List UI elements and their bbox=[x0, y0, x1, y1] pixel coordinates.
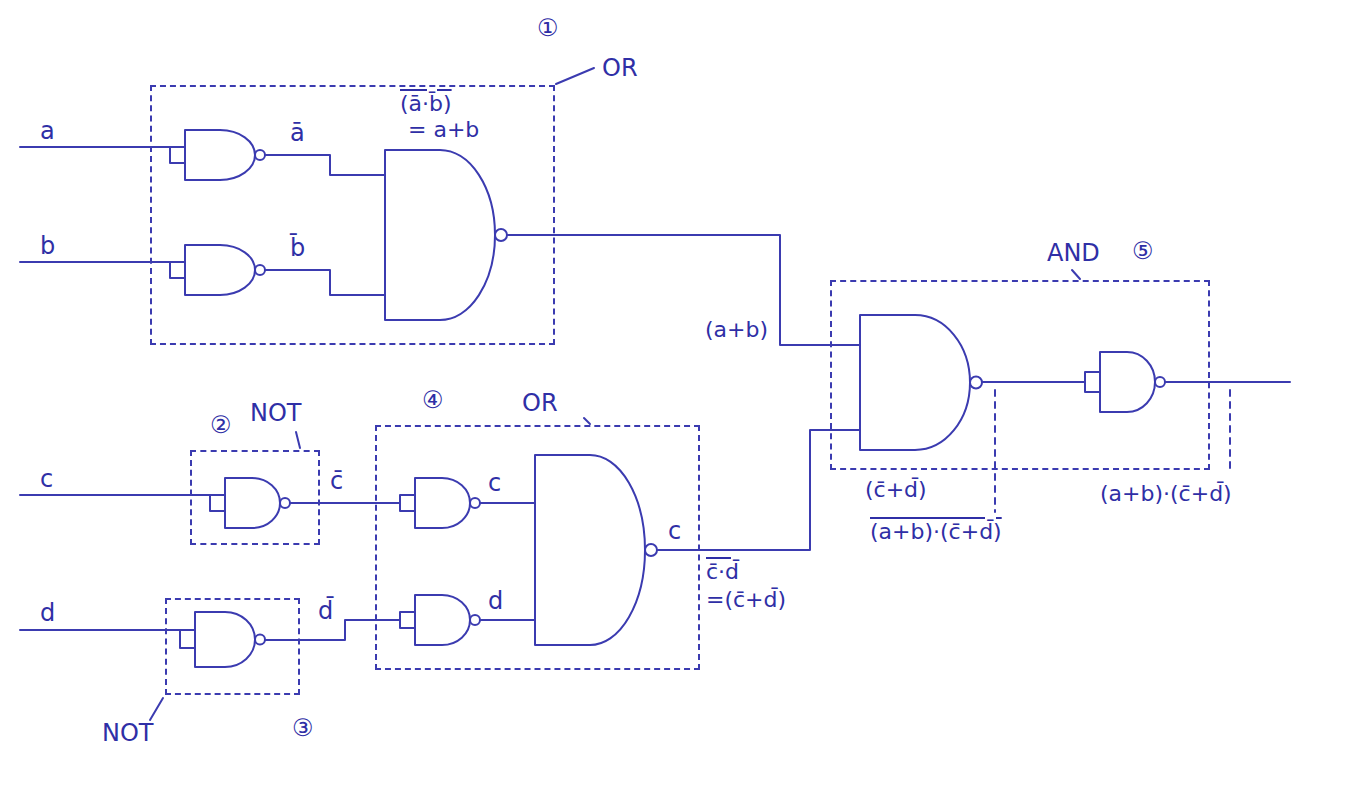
wire bbox=[265, 270, 385, 295]
signal-label: (c̄+d̄) bbox=[865, 478, 927, 502]
wire bbox=[265, 155, 385, 175]
output-wire bbox=[1165, 381, 1290, 383]
nand-gate bbox=[1100, 352, 1155, 412]
signal-label: ā bbox=[290, 120, 305, 146]
inverter-bubble bbox=[280, 498, 290, 508]
signal-label: d bbox=[488, 588, 503, 614]
signal-label: c bbox=[668, 518, 681, 544]
gate-group-box: ①OR bbox=[150, 85, 555, 345]
inverter-bubble bbox=[970, 377, 982, 389]
wire bbox=[375, 612, 415, 628]
leader-line bbox=[1229, 390, 1231, 474]
signal-label: c̄·d̄ bbox=[706, 560, 739, 584]
wire bbox=[507, 234, 555, 236]
wire bbox=[830, 345, 860, 430]
inverter-bubble bbox=[255, 265, 265, 275]
nand-gate bbox=[415, 478, 470, 528]
nand-gate bbox=[195, 612, 255, 667]
gate-type-label: OR bbox=[522, 390, 558, 416]
nand-gate bbox=[535, 455, 645, 645]
callout-number: ⑤ bbox=[1132, 238, 1154, 264]
pointer-line bbox=[584, 418, 590, 424]
callout-number: ③ bbox=[292, 715, 314, 741]
wire bbox=[480, 619, 535, 621]
nand-gate bbox=[185, 245, 255, 295]
gate-type-label: OR bbox=[602, 55, 638, 81]
signal-label: c̄ bbox=[330, 468, 343, 494]
signal-label: =(c̄+d̄) bbox=[706, 588, 786, 612]
wire bbox=[982, 372, 1100, 392]
pointer-line bbox=[1072, 270, 1080, 279]
signal-label: (a+b) bbox=[705, 318, 768, 342]
wire bbox=[657, 549, 700, 551]
callout-number: ② bbox=[210, 412, 232, 438]
gate-type-label: NOT bbox=[250, 400, 302, 426]
pointer-line bbox=[556, 68, 594, 84]
pointer-line bbox=[150, 698, 163, 720]
signal-label: (ā·b̄) bbox=[400, 92, 452, 116]
nand-gate bbox=[185, 130, 255, 180]
wire bbox=[480, 502, 535, 504]
pointer-line bbox=[296, 432, 300, 448]
signal-label: d bbox=[40, 600, 55, 626]
signal-label: (a+b)·(c̄+d̄) bbox=[1100, 482, 1232, 506]
nand-gate bbox=[860, 315, 970, 450]
inverter-bubble bbox=[645, 544, 657, 556]
inverter-bubble bbox=[255, 635, 265, 645]
signal-label: d̄ bbox=[318, 598, 333, 624]
nand-gate bbox=[415, 595, 470, 645]
wire-connector bbox=[320, 502, 375, 504]
wire bbox=[265, 639, 300, 641]
inverter-bubble bbox=[255, 150, 265, 160]
inverter-bubble bbox=[470, 615, 480, 625]
gate-group-box: AND⑤ bbox=[830, 280, 1210, 470]
callout-number: ④ bbox=[422, 387, 444, 413]
signal-label: b̄ bbox=[290, 235, 305, 261]
nand-gate bbox=[225, 478, 280, 528]
wire bbox=[375, 495, 415, 511]
signal-label: (a+b)·(c̄+d̄) bbox=[870, 520, 1002, 544]
inverter-bubble bbox=[470, 498, 480, 508]
signal-label: b bbox=[40, 233, 55, 259]
wire-connector bbox=[555, 235, 830, 345]
gate-group-box: NOT③ bbox=[165, 598, 300, 695]
gate-group-box: ④OR bbox=[375, 425, 700, 670]
wire-connector bbox=[300, 620, 375, 640]
input-wire bbox=[20, 495, 225, 511]
wire-connector bbox=[700, 430, 830, 550]
inverter-bubble bbox=[1155, 377, 1165, 387]
input-wire bbox=[20, 147, 185, 163]
callout-number: ① bbox=[537, 15, 559, 41]
nand-gate bbox=[385, 150, 495, 320]
signal-label: c bbox=[40, 466, 53, 492]
input-wire bbox=[20, 262, 185, 278]
wire bbox=[290, 502, 320, 504]
leader-line bbox=[994, 390, 996, 512]
inverter-bubble bbox=[495, 229, 507, 241]
input-wire bbox=[20, 630, 195, 648]
gate-group-box: ②NOT bbox=[190, 450, 320, 545]
signal-label: c bbox=[488, 470, 501, 496]
signal-label: a bbox=[40, 118, 55, 144]
signal-label: = a+b bbox=[408, 118, 479, 142]
gate-type-label: NOT bbox=[102, 720, 154, 746]
gate-type-label: AND bbox=[1047, 240, 1100, 266]
